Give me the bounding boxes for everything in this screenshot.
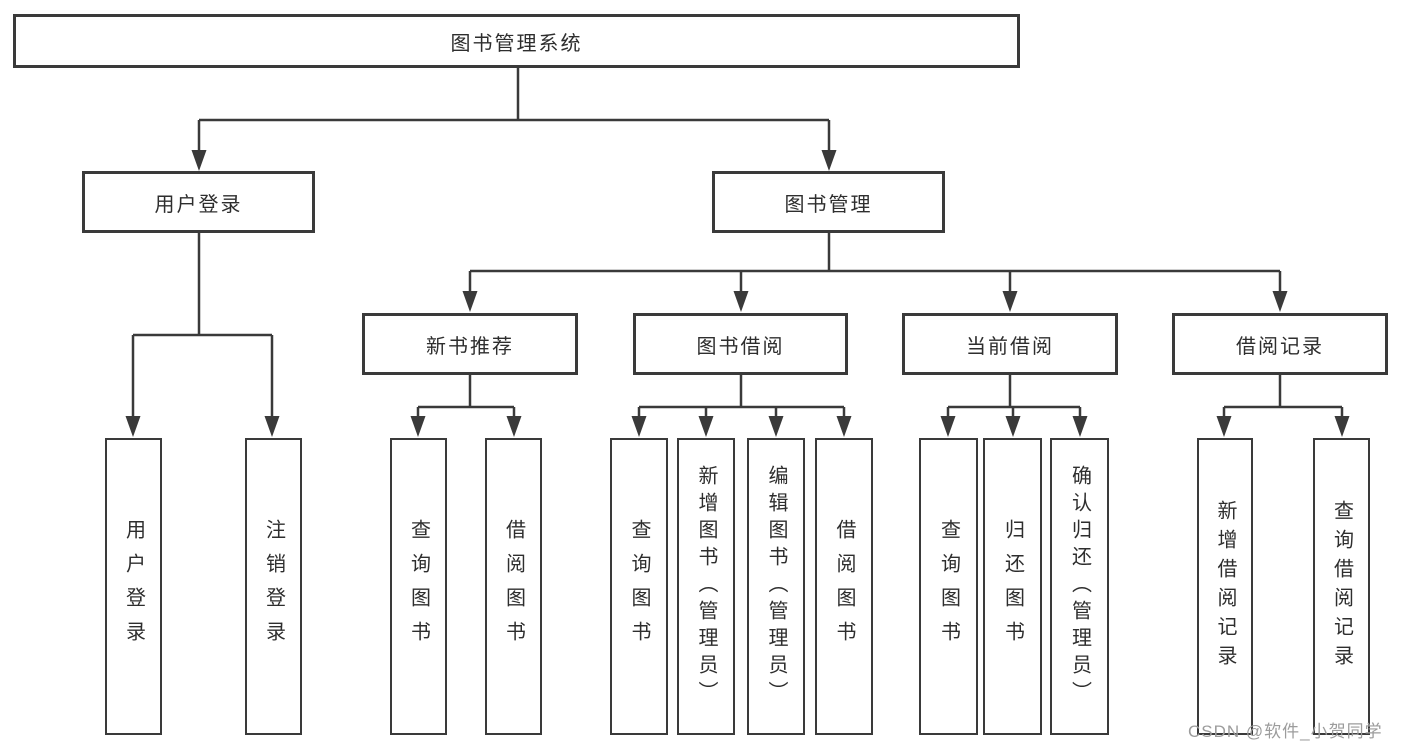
leaf-edit-books-admin: 编辑图书（管理员）	[747, 438, 805, 735]
leaf-user-login: 用户登录	[105, 438, 162, 735]
leaf-edit-books-admin-label: 编辑图书（管理员）	[765, 465, 787, 708]
leaf-borrow-books-recommend-label: 借阅图书	[502, 518, 525, 655]
node-root: 图书管理系统	[13, 14, 1020, 68]
node-user-login: 用户登录	[82, 171, 315, 233]
leaf-query-borrow-record-label: 查询借阅记录	[1330, 499, 1353, 674]
node-current-borrowing-label: 当前借阅	[966, 335, 1054, 358]
leaf-query-books-borrowing-label: 查询图书	[628, 518, 650, 655]
node-book-management: 图书管理	[712, 171, 945, 233]
watermark: CSDN @软件_小贺同学	[1188, 722, 1383, 741]
leaf-query-borrow-record: 查询借阅记录	[1313, 438, 1370, 735]
leaf-query-books-recommend-label: 查询图书	[407, 518, 430, 655]
node-user-login-label: 用户登录	[154, 193, 243, 216]
leaf-add-borrow-record: 新增借阅记录	[1197, 438, 1253, 735]
leaf-user-login-label: 用户登录	[122, 518, 145, 655]
leaf-borrow-books-borrowing: 借阅图书	[815, 438, 873, 735]
leaf-borrow-books-recommend: 借阅图书	[485, 438, 542, 735]
leaf-logout-label: 注销登录	[262, 518, 285, 655]
leaf-add-books-admin: 新增图书（管理员）	[677, 438, 735, 735]
leaf-add-books-admin-label: 新增图书（管理员）	[695, 465, 717, 708]
leaf-query-books-current: 查询图书	[919, 438, 978, 735]
node-book-borrowing-label: 图书借阅	[696, 335, 785, 358]
node-new-book-recommendation: 新书推荐	[362, 313, 578, 375]
node-book-borrowing: 图书借阅	[633, 313, 848, 375]
leaf-add-borrow-record-label: 新增借阅记录	[1214, 499, 1236, 674]
node-new-book-recommendation-label: 新书推荐	[426, 335, 514, 358]
leaf-confirm-return-admin: 确认归还（管理员）	[1050, 438, 1109, 735]
leaf-return-books: 归还图书	[983, 438, 1042, 735]
node-borrowing-records-label: 借阅记录	[1236, 335, 1324, 358]
leaf-query-books-recommend: 查询图书	[390, 438, 447, 735]
leaf-query-books-borrowing: 查询图书	[610, 438, 668, 735]
node-current-borrowing: 当前借阅	[902, 313, 1118, 375]
leaf-borrow-books-borrowing-label: 借阅图书	[833, 518, 855, 655]
leaf-logout: 注销登录	[245, 438, 302, 735]
node-book-management-label: 图书管理	[784, 193, 873, 216]
leaf-confirm-return-admin-label: 确认归还（管理员）	[1068, 465, 1091, 708]
node-borrowing-records: 借阅记录	[1172, 313, 1388, 375]
leaf-query-books-current-label: 查询图书	[937, 518, 960, 655]
node-root-label: 图书管理系统	[450, 32, 583, 55]
leaf-return-books-label: 归还图书	[1001, 518, 1024, 655]
